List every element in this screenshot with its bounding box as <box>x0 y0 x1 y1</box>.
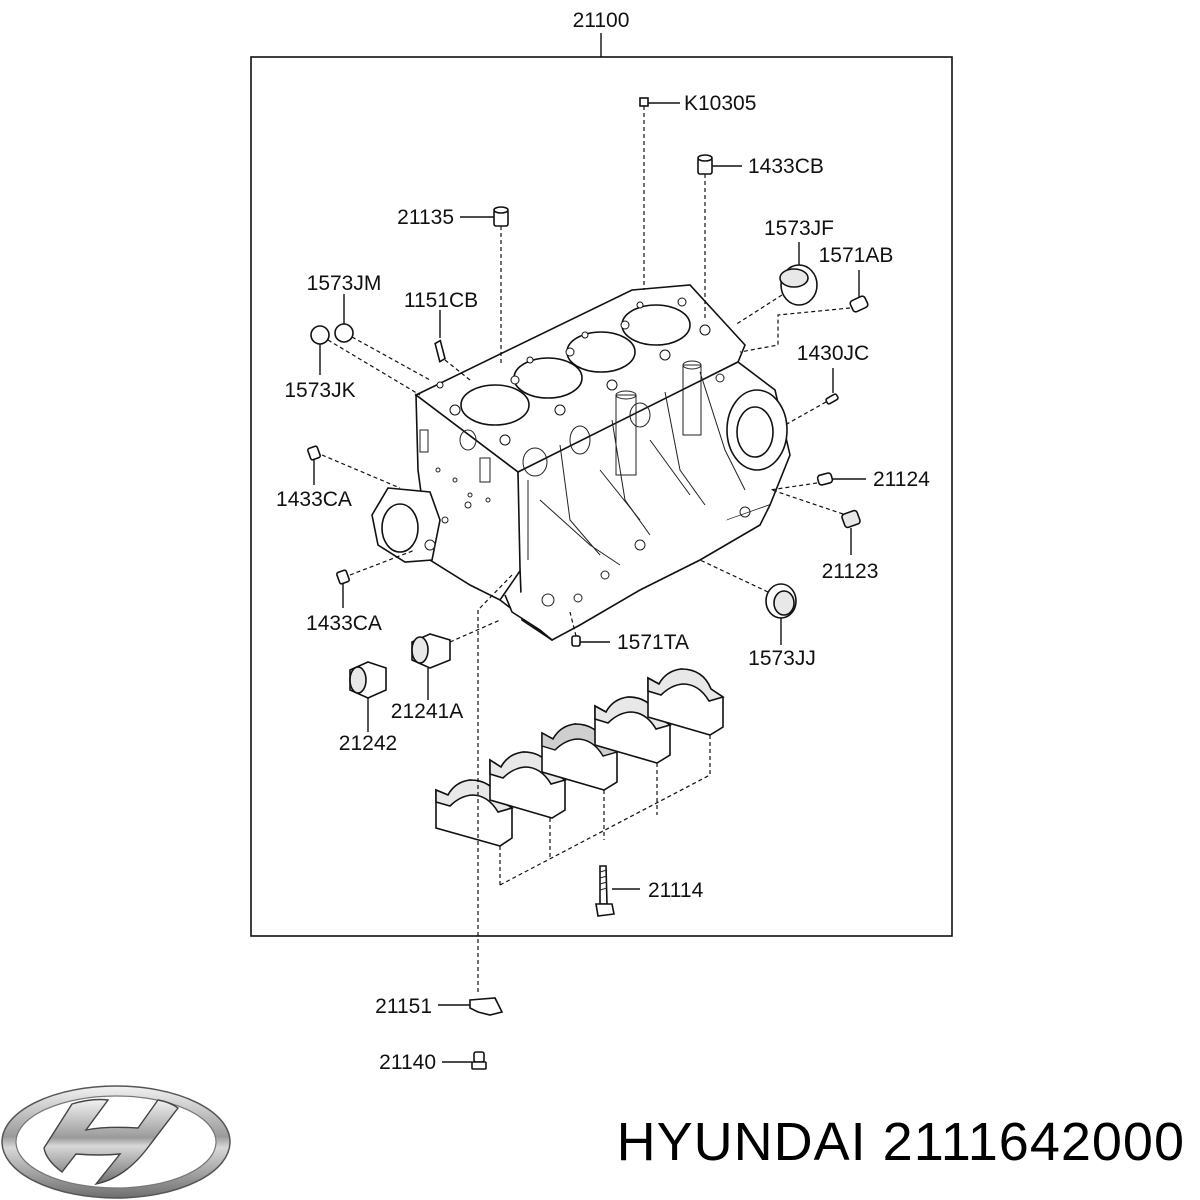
callout-21140: 21140 <box>379 1051 436 1074</box>
callout-1573jj: 1573JJ <box>748 647 816 670</box>
small-parts <box>307 97 869 1070</box>
callout-21124: 21124 <box>873 468 930 491</box>
callout-1433cb: 1433CB <box>748 155 824 178</box>
callout-1433ca-top: 1433CA <box>276 488 352 511</box>
bearing-caps <box>435 668 725 847</box>
callout-21242: 21242 <box>339 732 397 755</box>
callout-1573jm: 1573JM <box>307 272 382 295</box>
callout-21151: 21151 <box>375 995 432 1018</box>
callout-1151cb: 1151CB <box>404 289 478 312</box>
callout-1571ab: 1571AB <box>819 244 894 267</box>
callout-labels: 21100 K10305 1433CB 21135 1573JF 1571AB … <box>276 9 930 1074</box>
cylinder-block <box>371 284 791 642</box>
callout-1573jk: 1573JK <box>284 379 355 402</box>
callout-1430jc: 1430JC <box>797 342 869 365</box>
callout-21123: 21123 <box>822 560 879 583</box>
callout-1573jf: 1573JF <box>764 217 834 240</box>
hyundai-logo-icon <box>1 1085 231 1199</box>
brand-part-number: HYUNDAI 2111642000 <box>617 1112 1185 1172</box>
callout-21135: 21135 <box>397 206 454 229</box>
callout-21114: 21114 <box>648 879 704 902</box>
callout-1433ca-bottom: 1433CA <box>306 612 382 635</box>
callout-1571ta: 1571TA <box>617 631 689 654</box>
callout-21241a: 21241A <box>391 700 463 723</box>
callout-k10305: K10305 <box>684 92 756 115</box>
callout-21100: 21100 <box>573 9 630 32</box>
